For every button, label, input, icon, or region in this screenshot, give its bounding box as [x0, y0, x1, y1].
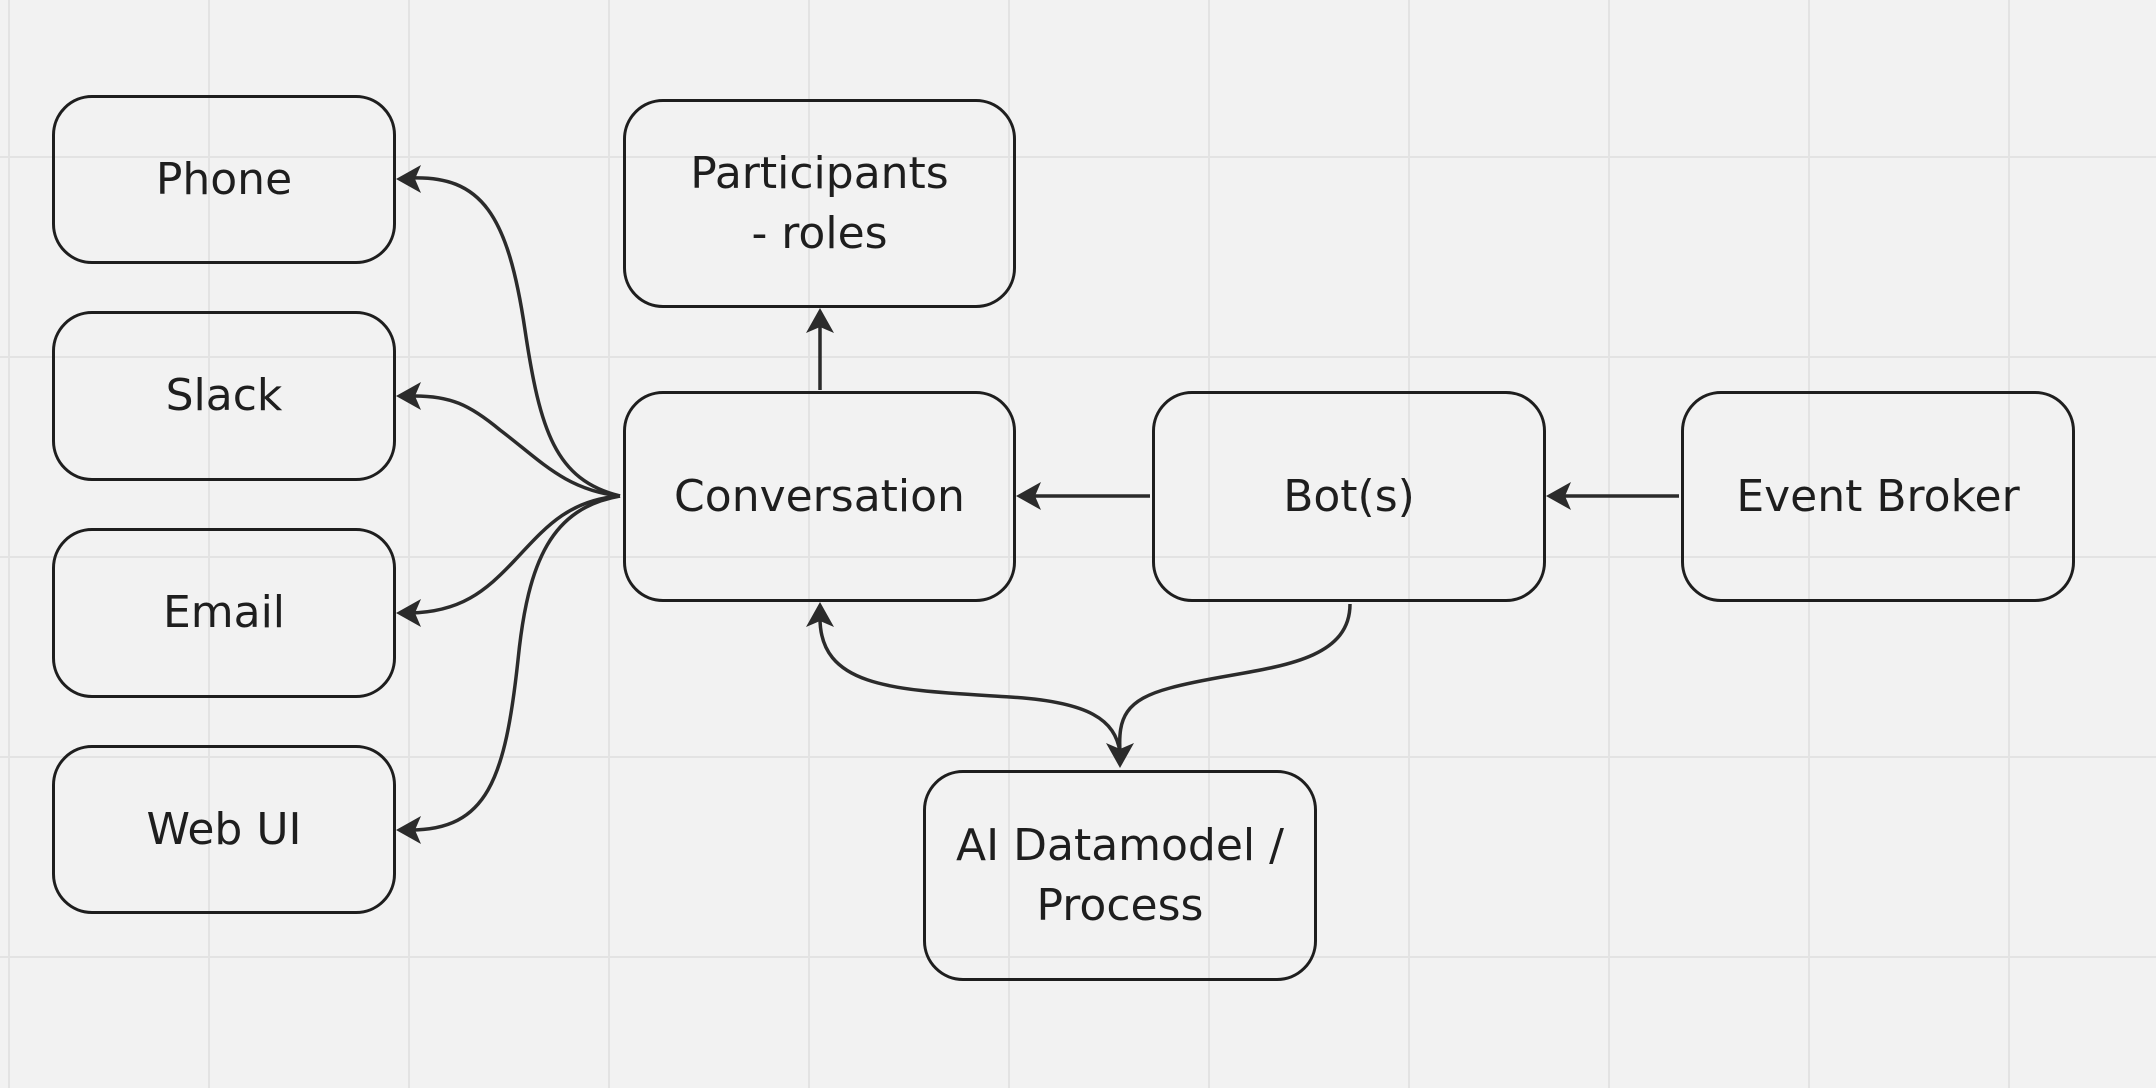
edge-conversation-ai	[818, 617, 1122, 753]
node-participants-label: Participants - roles	[690, 147, 949, 259]
node-event-broker-label: Event Broker	[1736, 470, 2020, 522]
node-email[interactable]: Email	[52, 528, 396, 698]
node-web-ui[interactable]: Web UI	[52, 745, 396, 914]
node-bots[interactable]: Bot(s)	[1152, 391, 1546, 602]
edge-conversation-slack	[409, 394, 621, 498]
edge-conversation-email	[409, 494, 621, 615]
node-phone[interactable]: Phone	[52, 95, 396, 264]
node-slack[interactable]: Slack	[52, 311, 396, 481]
node-slack-label: Slack	[165, 370, 283, 421]
node-web-ui-label: Web UI	[146, 803, 302, 855]
arrowhead-bots-right	[1546, 482, 1571, 510]
node-ai-datamodel-label: AI Datamodel / Process	[956, 819, 1284, 931]
arrowhead-webui	[396, 816, 421, 844]
node-event-broker[interactable]: Event Broker	[1681, 391, 2075, 602]
node-conversation-label: Conversation	[674, 470, 965, 522]
node-ai-datamodel[interactable]: AI Datamodel / Process	[923, 770, 1317, 981]
arrowhead-phone	[396, 165, 421, 193]
node-bots-label: Bot(s)	[1283, 470, 1415, 522]
node-email-label: Email	[162, 587, 286, 638]
arrowhead-participants	[806, 308, 834, 333]
node-phone-label: Phone	[155, 153, 293, 205]
arrowhead-conversation-bottom	[806, 602, 834, 627]
edge-conversation-webui	[409, 494, 621, 832]
node-conversation[interactable]: Conversation	[623, 391, 1016, 602]
arrowhead-ai-top	[1106, 743, 1134, 768]
arrowhead-email	[396, 599, 421, 627]
edge-bots-ai	[1117, 603, 1352, 753]
node-participants[interactable]: Participants - roles	[623, 99, 1016, 308]
arrowhead-conversation-right	[1016, 482, 1041, 510]
arrowhead-slack	[396, 382, 421, 410]
edge-conversation-phone	[409, 176, 621, 498]
